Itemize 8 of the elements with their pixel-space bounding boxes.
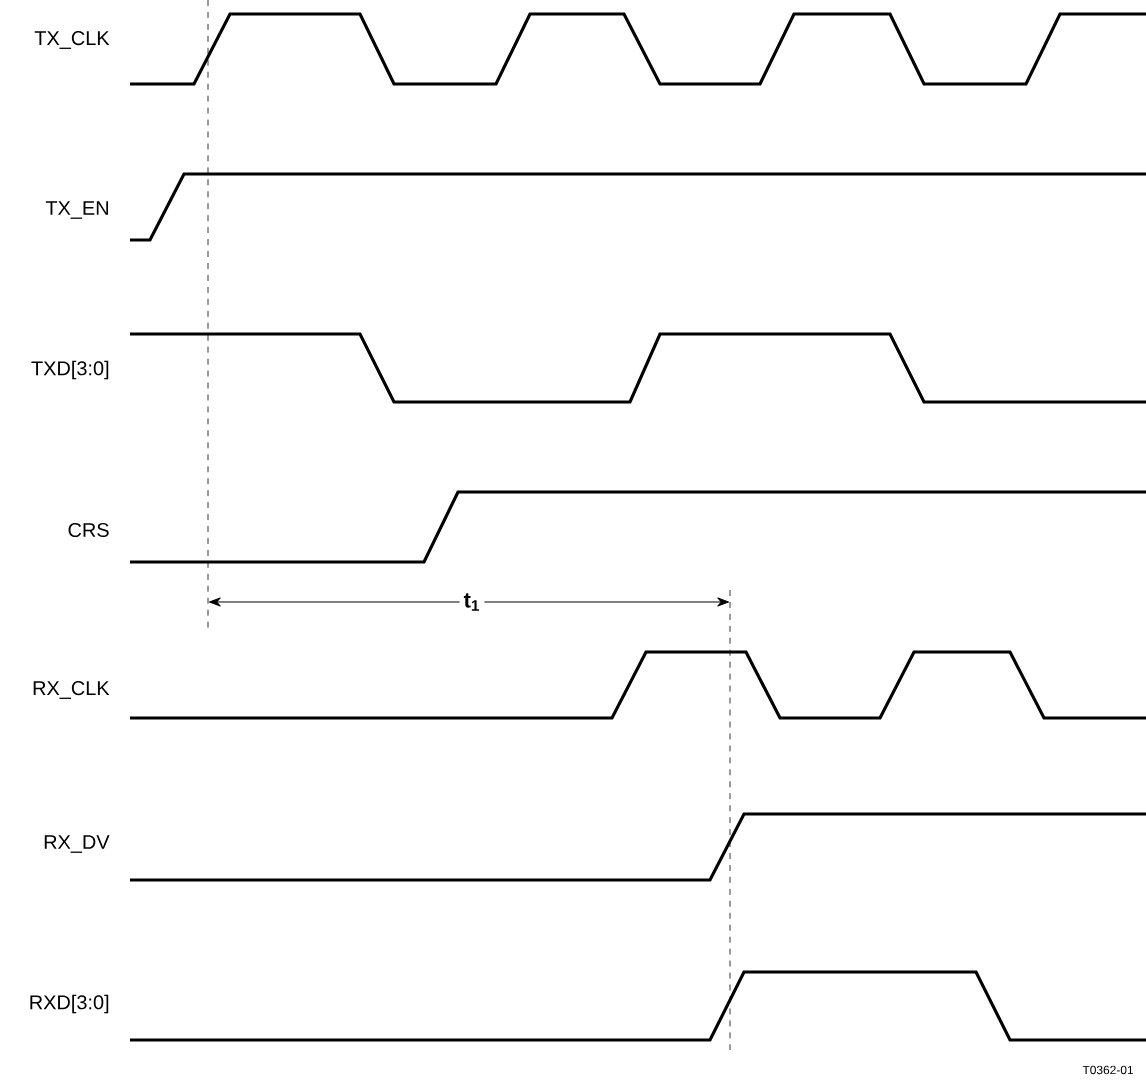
signal-name: TX_EN [45,201,108,219]
signal-name: TX_CLK [34,31,110,49]
signal-name: RXD[3:0] [30,994,109,1014]
signal-name: CRS [68,522,109,538]
signal-name: TXD[3:0] [31,360,109,380]
signal-name: RX_CLK [33,681,110,699]
dimension-label: t$_{1}$ [459,589,485,615]
signal-name: RX_DV [44,835,110,853]
